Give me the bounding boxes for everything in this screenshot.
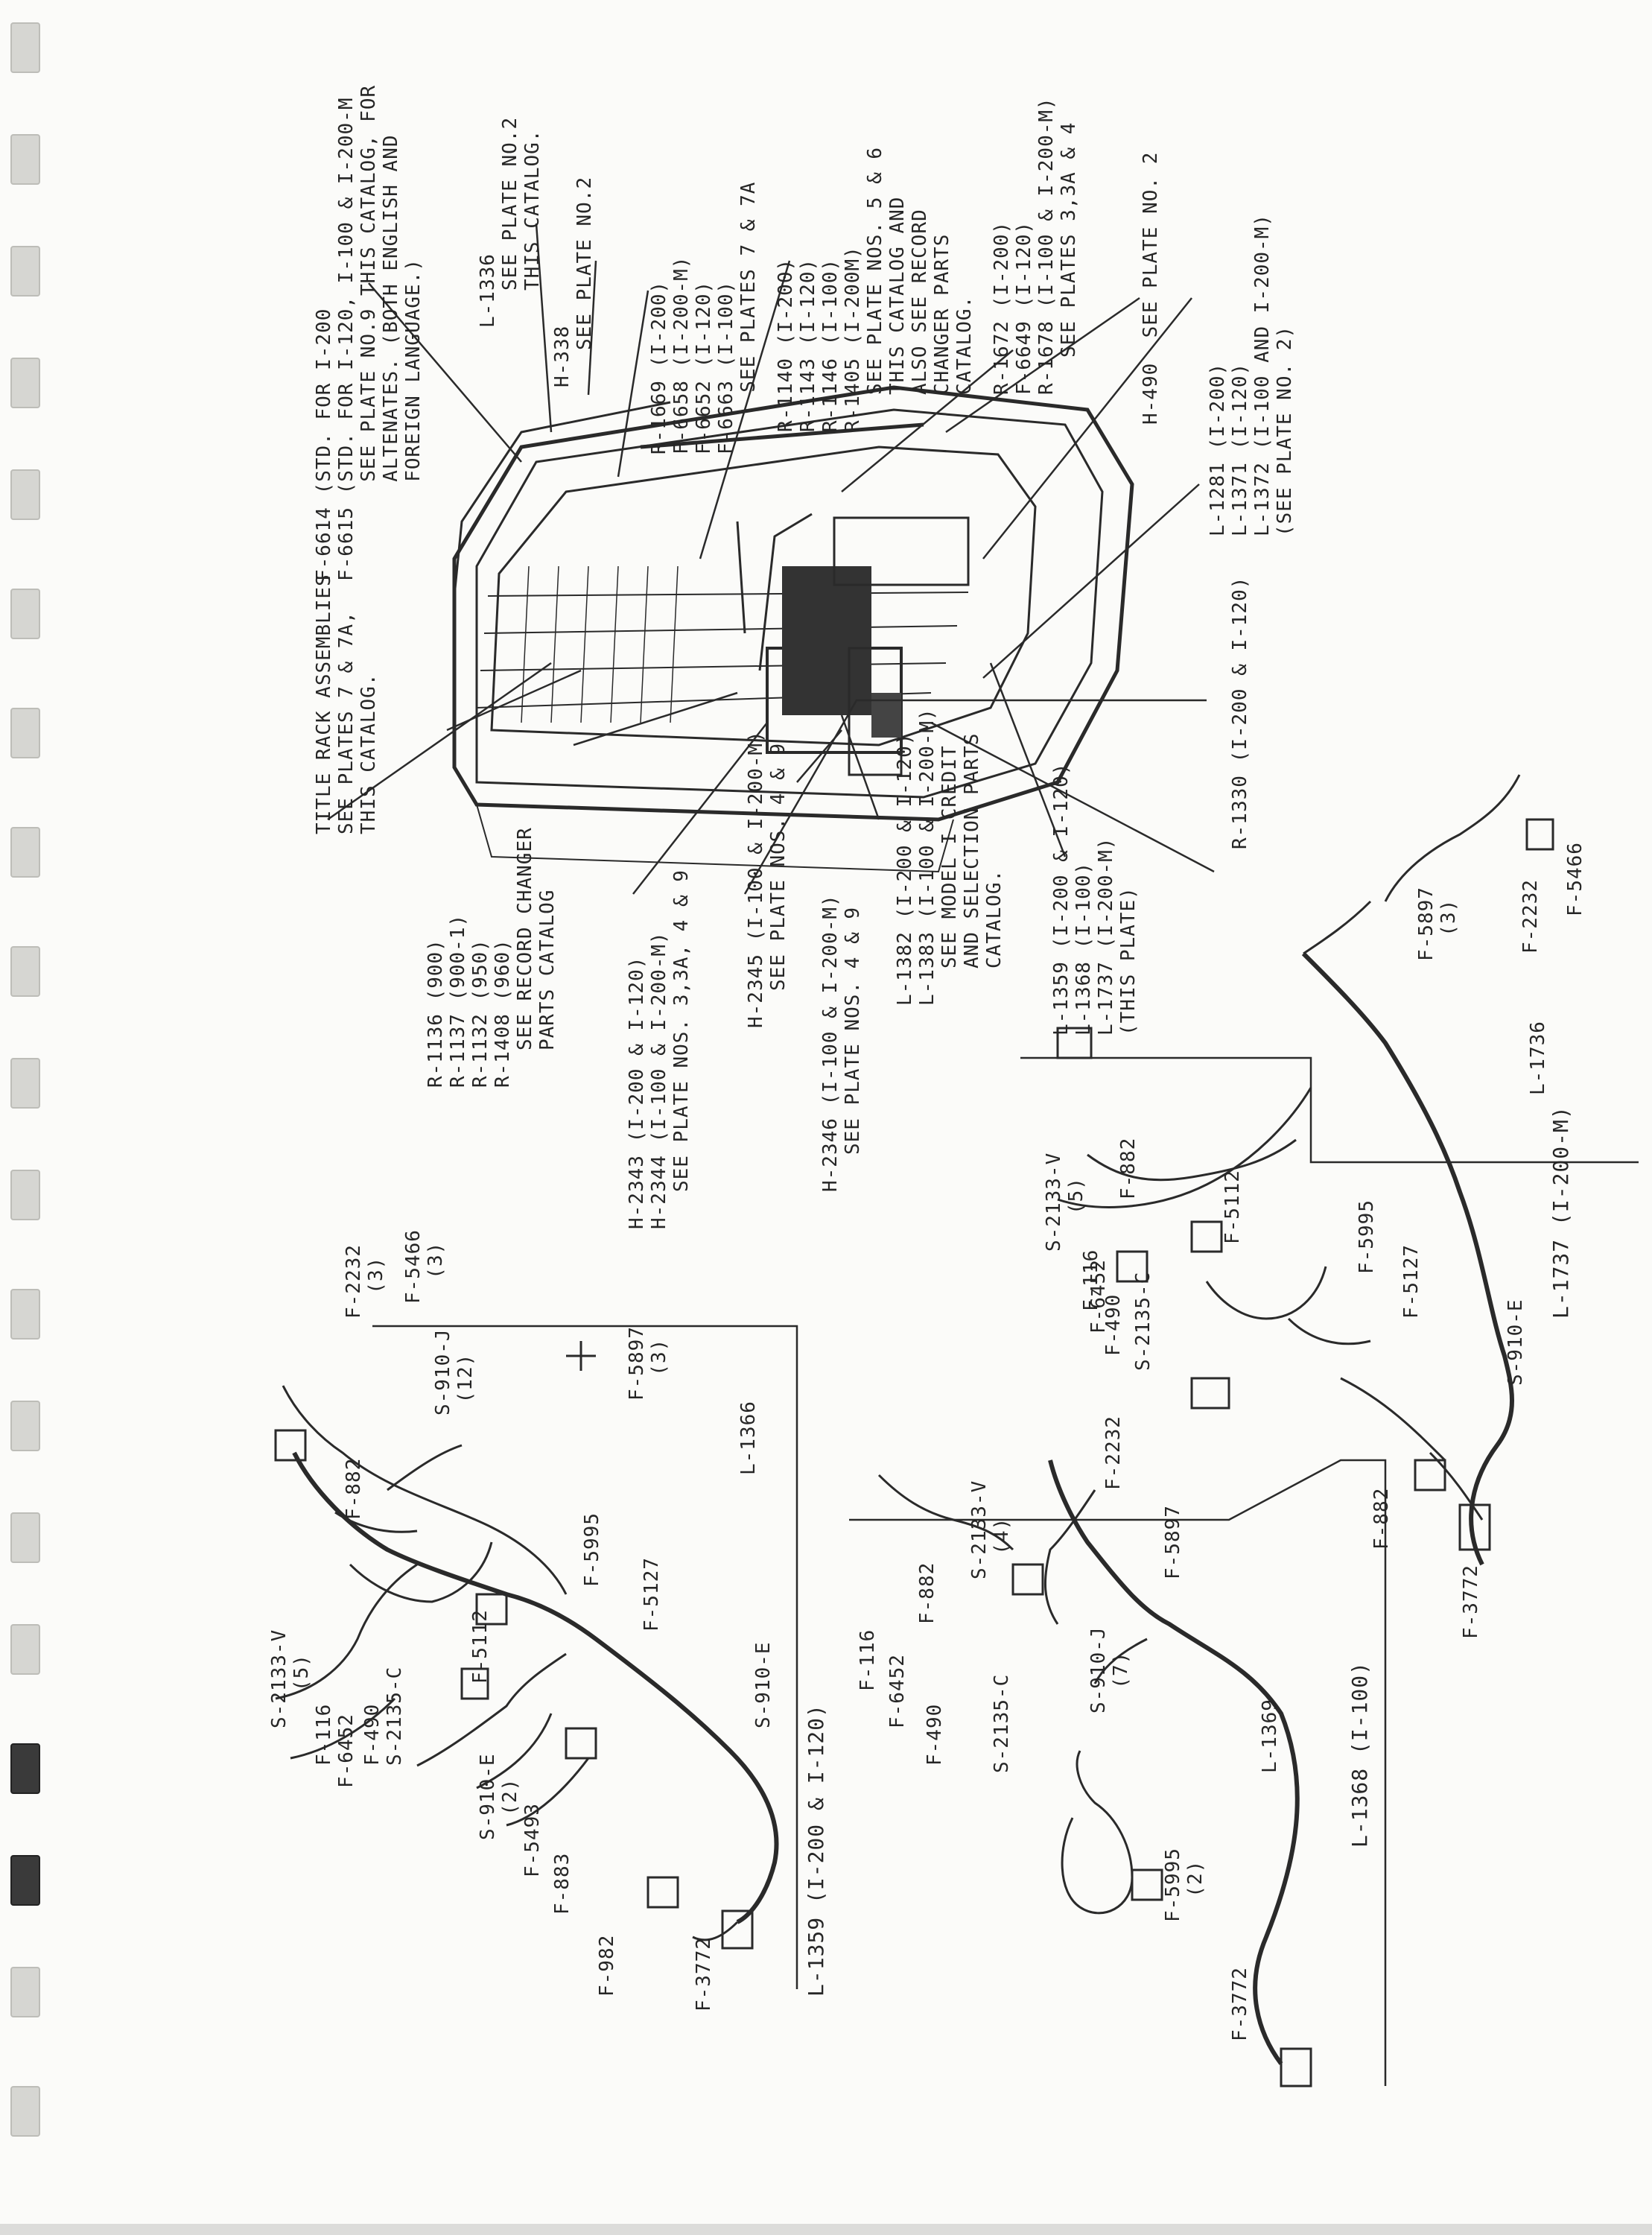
label-c-s910e: S-910-E	[1505, 1299, 1527, 1386]
label-b-f6452: F-6452	[886, 1654, 909, 1728]
label-a-f6452: F-6452	[335, 1714, 358, 1788]
label-b-f3772: F-3772	[1229, 1967, 1251, 2041]
harness-b-illustration	[849, 1377, 1387, 2087]
jukebox-cabinet-illustration	[452, 385, 1134, 873]
label-c-f5466: F-5466	[1564, 842, 1586, 916]
label-a-s910e-2: S-910-E (2)	[477, 1753, 521, 1840]
label-b-f490: F-490	[924, 1703, 946, 1766]
binder-hole	[10, 1967, 40, 2017]
callout-h2346: H-2346 (I-100 & I-200-M) SEE PLATE NOS. …	[819, 894, 864, 1192]
label-c-f5127: F-5127	[1400, 1244, 1423, 1319]
binder-hole	[10, 2086, 40, 2137]
label-a-f5466: F-5466 (3)	[402, 1229, 447, 1304]
binder-hole	[10, 134, 40, 185]
label-c-s2135c: S-2135-C	[1132, 1271, 1154, 1371]
callout-h490: H-490 SEE PLATE NO. 2	[1140, 151, 1162, 425]
binder-hole	[10, 1170, 40, 1220]
cabinet-leader-lines	[327, 223, 1215, 895]
label-a-f116: F-116	[313, 1703, 335, 1766]
label-a-s2135c: S-2135-C	[384, 1666, 406, 1766]
label-c-f490: F-490	[1102, 1293, 1125, 1356]
callout-h2345: H-2345 (I-100 & I-200-M) SEE PLATE NOS. …	[745, 730, 790, 1028]
harness-a-title: L-1359 (I-200 & I-120)	[804, 1704, 828, 1997]
callout-title-rack: TITLE RACK ASSEMBLIES SEE PLATES 7 & 7A,…	[313, 574, 380, 834]
label-a-s910j: S-910-J (12)	[432, 1328, 477, 1416]
callout-r1330: R-1330 (I-200 & I-120)	[1229, 576, 1251, 849]
label-a-f3772: F-3772	[693, 1937, 715, 2012]
label-c-f3772: F-3772	[1460, 1564, 1482, 1639]
harness-b-title: L-1368 (I-100)	[1347, 1661, 1372, 1848]
label-c-f882b: F-882	[1370, 1487, 1393, 1550]
callout-l1359: L-1359 (I-200 & I-120) L-1368 (I-100) L-…	[1050, 762, 1140, 1036]
binder-hole	[10, 946, 40, 997]
label-a-s910e-main: S-910-E	[752, 1641, 775, 1728]
binder-hole	[10, 1743, 40, 1794]
callout-f6614: F-6614 (STD. FOR I-200 F-6615 (STD. FOR …	[313, 84, 425, 581]
callout-r1672: R-1672 (I-200) F-6649 (I-120) R-1678 (I-…	[991, 97, 1080, 395]
harness-c-illustration	[1020, 774, 1639, 1566]
callout-l1336: L-1336 SEE PLATE NO.2 THIS CATALOG.	[477, 116, 544, 328]
callout-l1281: L-1281 (I-200) L-1371 (I-120) L-1372 (I-…	[1207, 214, 1296, 536]
label-a-s2133v: S-2133-V (5)	[268, 1629, 313, 1728]
label-a-f2232: F-2232 (3)	[343, 1244, 387, 1319]
binder-hole	[10, 469, 40, 520]
callout-r1136: R-1136 (900) R-1137 (900-1) R-1132 (950)…	[425, 827, 559, 1088]
harness-c-title: L-1737 (I-200-M)	[1548, 1106, 1573, 1319]
binder-hole	[10, 22, 40, 73]
label-a-f5995: F-5995	[581, 1512, 603, 1587]
label-c-f5897: F-5897 (3)	[1415, 887, 1460, 961]
binder-hole	[10, 358, 40, 408]
scan-bottom-band	[0, 2224, 1652, 2235]
binder-hole	[10, 827, 40, 878]
callout-r1140: R-1140 (I-200) R-1143 (I-120) R-1146 (I-…	[775, 146, 976, 432]
label-c-s2133v: S-2133-V (5)	[1043, 1152, 1087, 1252]
label-b-l1369: L-1369	[1259, 1699, 1281, 1773]
label-c-f882a: F-882	[1117, 1137, 1140, 1199]
label-b-f882: F-882	[916, 1562, 938, 1624]
label-a-f882: F-882	[343, 1457, 365, 1520]
label-b-s2135c: S-2135-C	[991, 1673, 1013, 1773]
binder-hole	[10, 589, 40, 639]
label-a-l1366: L-1366	[737, 1401, 760, 1475]
binder-hole	[10, 1058, 40, 1109]
label-c-l1736: L-1736	[1527, 1021, 1549, 1095]
callout-h2343: H-2343 (I-200 & I-120) H-2344 (I-100 & I…	[626, 869, 693, 1229]
binder-hole	[10, 1624, 40, 1675]
binder-hole	[10, 1512, 40, 1563]
label-c-f2232: F-2232	[1519, 879, 1542, 954]
label-a-f982: F-982	[596, 1934, 618, 1997]
label-b-f5897: F-5897	[1162, 1505, 1184, 1579]
binder-hole	[10, 1289, 40, 1340]
label-a-f883: F-883	[551, 1852, 574, 1915]
binder-hole	[10, 1855, 40, 1906]
callout-r1669: R-1669 (I-200) F-6658 (I-200-M) F-6652 (…	[648, 181, 760, 454]
binder-hole	[10, 246, 40, 297]
label-c-f5112: F-5112	[1221, 1170, 1244, 1244]
harness-a-illustration	[274, 1325, 798, 1989]
label-b-f2232: F-2232	[1102, 1416, 1125, 1490]
label-a-f5493: F-5493	[521, 1803, 544, 1877]
callout-l1382: L-1382 (I-200 & I-120) L-1383 (I-100 & I…	[894, 708, 1006, 1006]
label-a-f5127: F-5127	[641, 1557, 663, 1632]
binder-hole	[10, 1401, 40, 1451]
callout-h338: H-338 SEE PLATE NO.2	[551, 176, 596, 387]
binder-hole	[10, 708, 40, 758]
label-b-f116: F-116	[857, 1629, 879, 1691]
label-a-f490: F-490	[361, 1703, 384, 1766]
label-a-f5112: F-5112	[469, 1609, 492, 1684]
label-b-s910j: S-910-J (7)	[1087, 1626, 1132, 1714]
label-b-s2133v: S-2133-V (4)	[968, 1480, 1013, 1579]
label-b-f5995: F-5995 (2)	[1162, 1848, 1207, 1922]
label-c-f5995: F-5995	[1356, 1199, 1378, 1274]
label-a-f5897: F-5897 (3)	[626, 1326, 670, 1401]
